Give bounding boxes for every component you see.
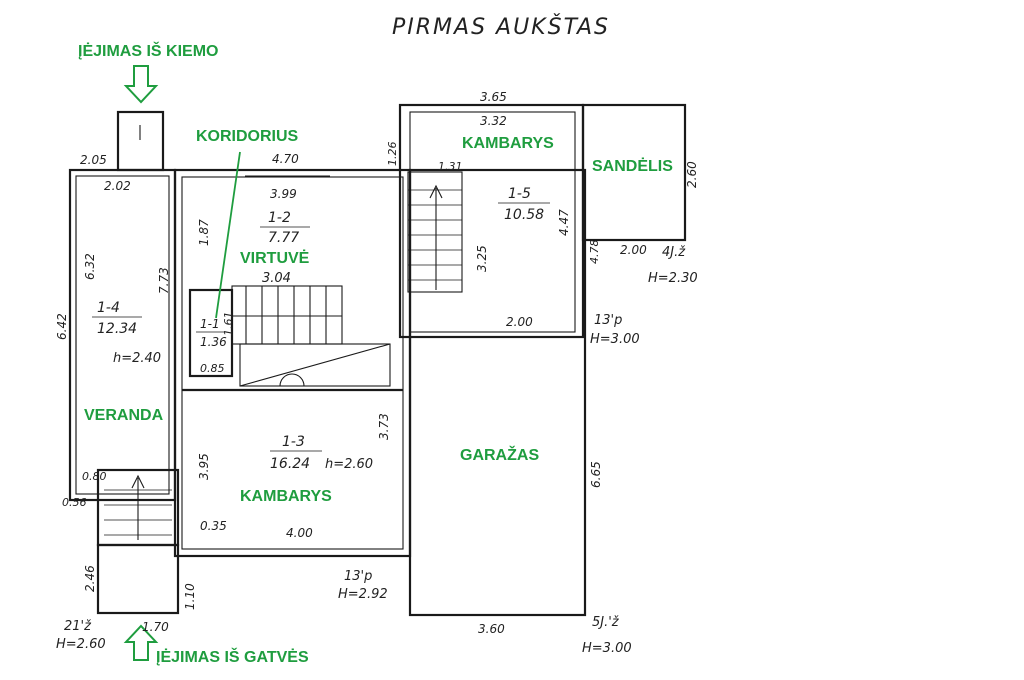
dim-3-95: 3.95 [197, 453, 211, 480]
notes: 4J.ž H=2.30 13'p H=3.00 13'p H=2.92 21'ž… [56, 245, 698, 656]
dimensions: 2.05 2.02 4.70 3.99 1.87 7.73 6.32 6.42 … [55, 90, 699, 636]
dim-3-99: 3.99 [270, 187, 297, 201]
dim-0-35: 0.35 [200, 519, 227, 533]
dim-3-65: 3.65 [480, 90, 507, 104]
note-21-height: H=2.60 [56, 637, 106, 652]
note-53: 5J.'ž [592, 615, 620, 630]
dim-6-65: 6.65 [589, 461, 603, 488]
room-1-4-height: h=2.40 [113, 351, 161, 366]
note-53-height: H=3.00 [582, 641, 632, 656]
dim-3-32: 3.32 [480, 114, 507, 128]
koridorius-pointer [215, 151, 241, 319]
yard-vestibule-wall [116, 110, 165, 172]
virtuve-label: VIRTUVĖ [240, 249, 310, 267]
garazas-label: GARAŽAS [460, 445, 539, 464]
dim-6-32: 6.32 [83, 253, 97, 280]
walls [68, 103, 687, 617]
dim-0-56: 0.56 [62, 496, 87, 509]
entry-yard-label: ĮĖJIMAS IŠ KIEMO [78, 41, 218, 60]
page-title: PIRMAS AUKŠTAS [392, 14, 610, 40]
note-13-upper: 13'p [594, 313, 622, 328]
dim-3-60: 3.60 [478, 622, 505, 636]
dim-4-00: 4.00 [286, 526, 313, 540]
room-1-1-id: 1-1 [200, 317, 220, 331]
dim-2-60: 2.60 [685, 161, 699, 188]
dim-7-73: 7.73 [157, 267, 171, 294]
dim-2-05: 2.05 [80, 153, 107, 167]
dim-1-87: 1.87 [197, 219, 211, 246]
room-1-3-id: 1-3 [282, 434, 305, 450]
room-1-3-height: h=2.60 [325, 457, 373, 472]
room-1-1-area: 1.36 [200, 335, 227, 349]
dim-1-31: 1.31 [438, 160, 463, 173]
note-13-lower-height: H=2.92 [338, 587, 388, 602]
entry-yard-arrow-icon [123, 65, 159, 104]
dim-0-85: 0.85 [200, 362, 225, 375]
dim-3-73: 3.73 [377, 413, 391, 440]
dim-4-70: 4.70 [272, 152, 299, 166]
room-numbers: 1-2 7.77 1-1 1.36 1-4 12.34 h=2.40 1-3 1… [92, 186, 550, 472]
dim-2-00-upper: 2.00 [506, 315, 533, 329]
note-13-upper-height: H=3.00 [590, 332, 640, 347]
dim-2-46: 2.46 [83, 565, 97, 592]
dim-4-78: 4.78 [588, 240, 601, 265]
dim-2-02: 2.02 [104, 179, 131, 193]
room-1-5-area: 10.58 [504, 207, 544, 223]
dim-1-10: 1.10 [183, 583, 197, 610]
dim-1-26: 1.26 [386, 142, 399, 167]
room-1-4-area: 12.34 [97, 321, 137, 337]
dim-0-80: 0.80 [82, 470, 107, 483]
veranda-label: VERANDA [84, 407, 164, 424]
room-labels: ĮĖJIMAS IŠ KIEMO KORIDORIUS VIRTUVĖ VERA… [78, 41, 673, 666]
room-1-5-id: 1-5 [508, 186, 531, 202]
note-21: 21'ž [64, 619, 92, 634]
room-1-3-area: 16.24 [270, 456, 310, 472]
note-4-storage-height: H=2.30 [648, 271, 698, 286]
room-1-2-id: 1-2 [268, 210, 291, 226]
kambarys-upper-label: KAMBARYS [462, 135, 554, 152]
street-vestibule-wall [96, 543, 180, 615]
dim-3-04: 3.04 [262, 271, 291, 286]
dim-1-70: 1.70 [142, 620, 169, 634]
dim-1-61: 1.61 [222, 312, 235, 337]
koridorius-label: KORIDORIUS [196, 128, 299, 145]
dim-2-00-storage: 2.00 [620, 243, 647, 257]
stair-arrows [131, 125, 443, 540]
note-4-storage: 4J.ž [662, 245, 686, 260]
dim-6-42: 6.42 [55, 313, 69, 340]
storage-wall [581, 103, 687, 242]
dim-3-25: 3.25 [475, 245, 489, 272]
garage-wall [408, 168, 587, 617]
room-1-2-area: 7.77 [268, 230, 299, 246]
note-13-lower: 13'p [344, 569, 372, 584]
entry-street-label: ĮĖJIMAS IŠ GATVĖS [156, 647, 309, 666]
dim-4-47: 4.47 [557, 209, 571, 236]
entry-street-arrow-icon [123, 624, 159, 661]
room-1-4-id: 1-4 [97, 300, 120, 316]
sandelis-label: SANDĖLIS [592, 157, 673, 175]
kambarys-lower-label: KAMBARYS [240, 488, 332, 505]
